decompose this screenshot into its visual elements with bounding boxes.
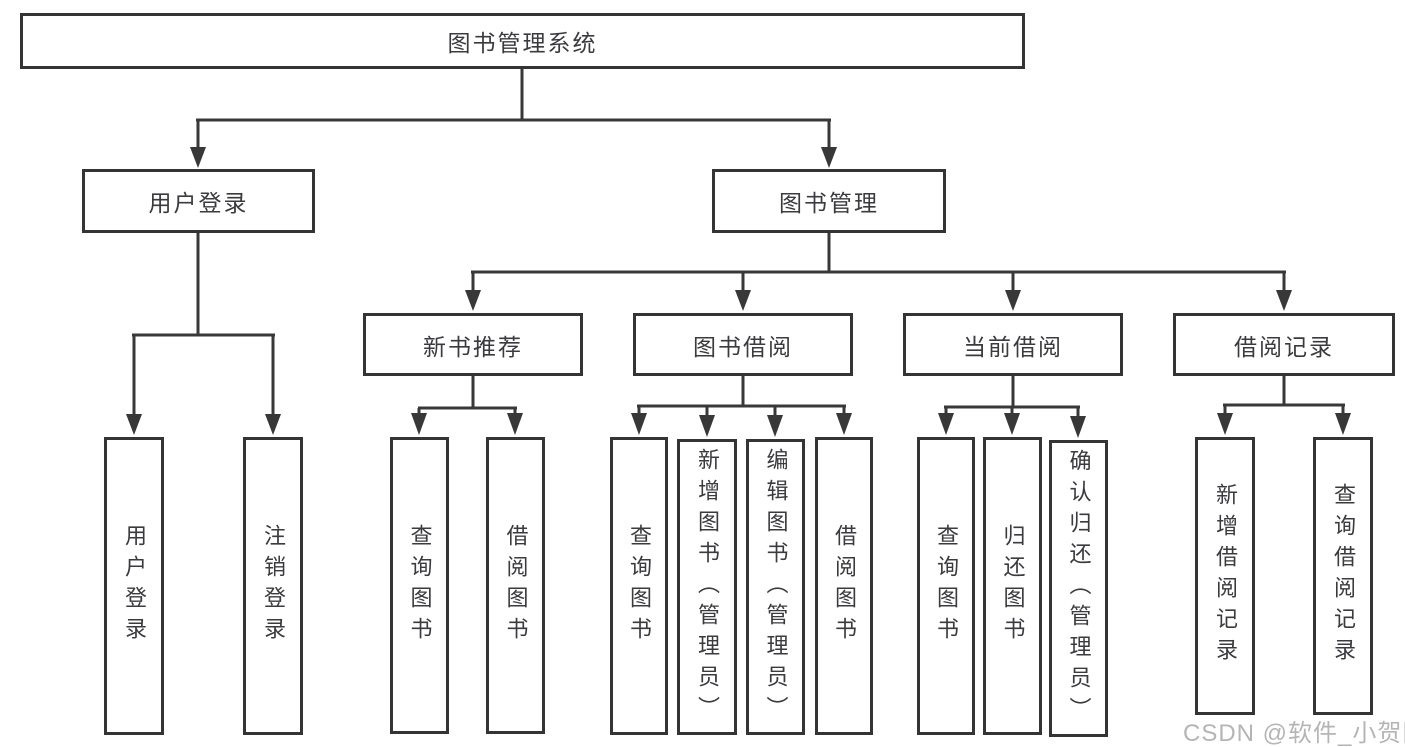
- leaf-current-query: 查询图书: [917, 437, 975, 735]
- leaf-borrowing-edit: 编辑图书（管理员）: [746, 439, 805, 735]
- csdn-watermark: CSDN @软件_小贺同学: [1183, 720, 1405, 747]
- leaf-current-query-label: 查询图书: [934, 524, 959, 648]
- leaf-borrowing-borrow: 借阅图书: [815, 437, 873, 735]
- leaf-borrowing-add-label: 新增图书（管理员）: [695, 447, 720, 727]
- connector-group: [126, 69, 1351, 438]
- node-user-login: 用户登录: [82, 169, 315, 233]
- leaf-newbook-query-label: 查询图书: [407, 523, 433, 648]
- leaf-borrowing-query-label: 查询图书: [627, 524, 652, 648]
- leaf-records-add: 新增借阅记录: [1195, 437, 1255, 715]
- node-book-mgmt: 图书管理: [712, 169, 946, 233]
- leaf-logout: 注销登录: [243, 437, 303, 735]
- leaf-records-query: 查询借阅记录: [1313, 437, 1373, 715]
- leaf-logout-label: 注销登录: [261, 524, 286, 648]
- leaf-borrowing-edit-label: 编辑图书（管理员）: [763, 447, 789, 727]
- node-root: 图书管理系统: [20, 13, 1025, 69]
- node-current-borrowing-label: 当前借阅: [963, 333, 1063, 360]
- leaf-current-return: 归还图书: [983, 437, 1042, 735]
- leaf-borrowing-add: 新增图书（管理员）: [677, 439, 737, 735]
- node-book-borrowing-label: 图书借阅: [693, 333, 793, 360]
- leaf-newbook-borrow: 借阅图书: [486, 437, 545, 734]
- node-root-label: 图书管理系统: [447, 30, 598, 56]
- node-current-borrowing: 当前借阅: [903, 313, 1123, 376]
- node-book-mgmt-label: 图书管理: [779, 190, 879, 216]
- leaf-newbook-query: 查询图书: [390, 437, 449, 734]
- leaf-user-login-label: 用户登录: [122, 524, 147, 648]
- leaf-newbook-borrow-label: 借阅图书: [503, 523, 529, 648]
- leaf-borrowing-query: 查询图书: [610, 437, 668, 735]
- node-new-book-rec-label: 新书推荐: [423, 333, 523, 360]
- node-book-borrowing: 图书借阅: [633, 313, 853, 376]
- leaf-records-add-label: 新增借阅记录: [1213, 483, 1238, 669]
- leaf-current-return-label: 归还图书: [1000, 524, 1026, 648]
- leaf-current-confirm: 确认归还（管理员）: [1049, 440, 1108, 737]
- leaf-records-query-label: 查询借阅记录: [1331, 483, 1356, 669]
- leaf-borrowing-borrow-label: 借阅图书: [832, 524, 857, 648]
- leaf-current-confirm-label: 确认归还（管理员）: [1066, 449, 1092, 728]
- node-borrow-records: 借阅记录: [1173, 313, 1395, 376]
- node-borrow-records-label: 借阅记录: [1234, 333, 1334, 360]
- leaf-user-login: 用户登录: [104, 437, 164, 735]
- node-new-book-rec: 新书推荐: [363, 313, 583, 376]
- node-user-login-label: 用户登录: [148, 190, 249, 216]
